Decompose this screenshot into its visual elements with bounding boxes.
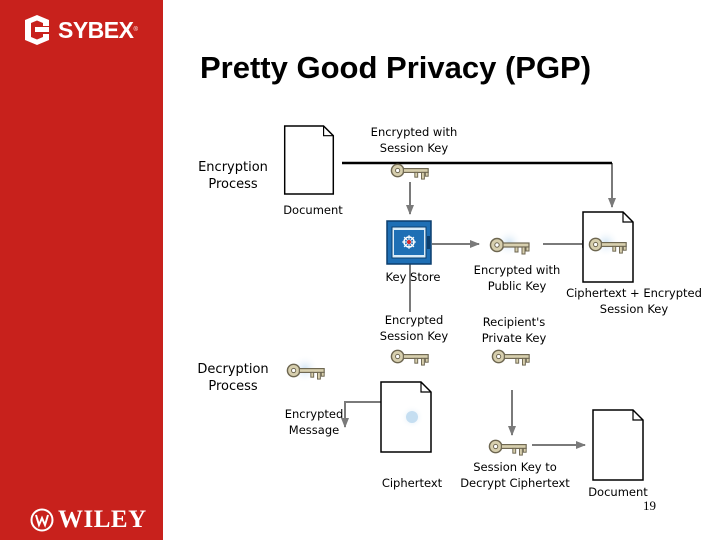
label-line: Session Key (380, 141, 449, 155)
key-store-label: Key Store (386, 270, 441, 284)
key-icon (488, 439, 527, 456)
label-line: Public Key (488, 279, 547, 293)
ciphertext-label: Ciphertext (382, 476, 443, 490)
document-label: Document (588, 485, 648, 499)
label-line: Session Key (380, 329, 449, 343)
label-line: Encrypted (385, 313, 444, 327)
key-store-icon (386, 220, 432, 265)
sybex-logo: SYBEX® (22, 12, 152, 48)
label-line: Private Key (482, 331, 547, 345)
document-icon (283, 125, 335, 195)
label-line: Encrypted with (474, 263, 561, 277)
label-line: Ciphertext + Encrypted (566, 286, 702, 300)
page-number: 19 (643, 498, 656, 513)
document-icon (592, 409, 644, 481)
recipient-private-key-label: Recipient's Private Key (482, 315, 547, 345)
encryption-process-label: Encryption Process (198, 160, 268, 192)
encrypted-session-key-label-2: Encrypted Session Key (380, 313, 449, 343)
label-line: Session Key (600, 302, 669, 316)
wiley-logo: WILEY (30, 506, 147, 534)
session-key-decrypt-label: Session Key to Decrypt Ciphertext (460, 460, 570, 490)
label-line: Encryption (198, 160, 268, 175)
key-icon (390, 163, 429, 180)
ciphertext-encrypted-session-key-label: Ciphertext + Encrypted Session Key (566, 286, 702, 316)
key-icon (390, 349, 429, 366)
encrypted-message-label: Encrypted Message (285, 407, 344, 437)
wiley-logo-icon (30, 508, 54, 532)
encrypted-session-key-label: Encrypted with Session Key (371, 125, 458, 155)
sybex-logo-icon (25, 15, 49, 45)
brand-sidebar: SYBEX® WILEY (0, 0, 163, 540)
trademark-mark: ® (133, 27, 138, 33)
decryption-process-label: Decryption Process (197, 362, 268, 394)
sybex-logo-text: SYBEX (58, 16, 134, 43)
label-line: Decrypt Ciphertext (460, 476, 570, 490)
wiley-logo-text: WILEY (58, 506, 147, 533)
document-label: Document (283, 203, 343, 217)
label-line: Process (208, 177, 258, 192)
encrypted-public-key-label: Encrypted with Public Key (474, 263, 561, 293)
label-line: Encrypted (285, 407, 344, 421)
label-line: Encrypted with (371, 125, 458, 139)
encrypted-mark-core (406, 411, 418, 423)
label-line: Process (208, 379, 258, 394)
label-line: Recipient's (483, 315, 546, 329)
slide-title: Pretty Good Privacy (PGP) (200, 50, 592, 85)
label-line: Decryption (197, 362, 268, 377)
key-icon (491, 349, 530, 366)
label-line: Session Key to (473, 460, 557, 474)
label-line: Message (289, 423, 339, 437)
